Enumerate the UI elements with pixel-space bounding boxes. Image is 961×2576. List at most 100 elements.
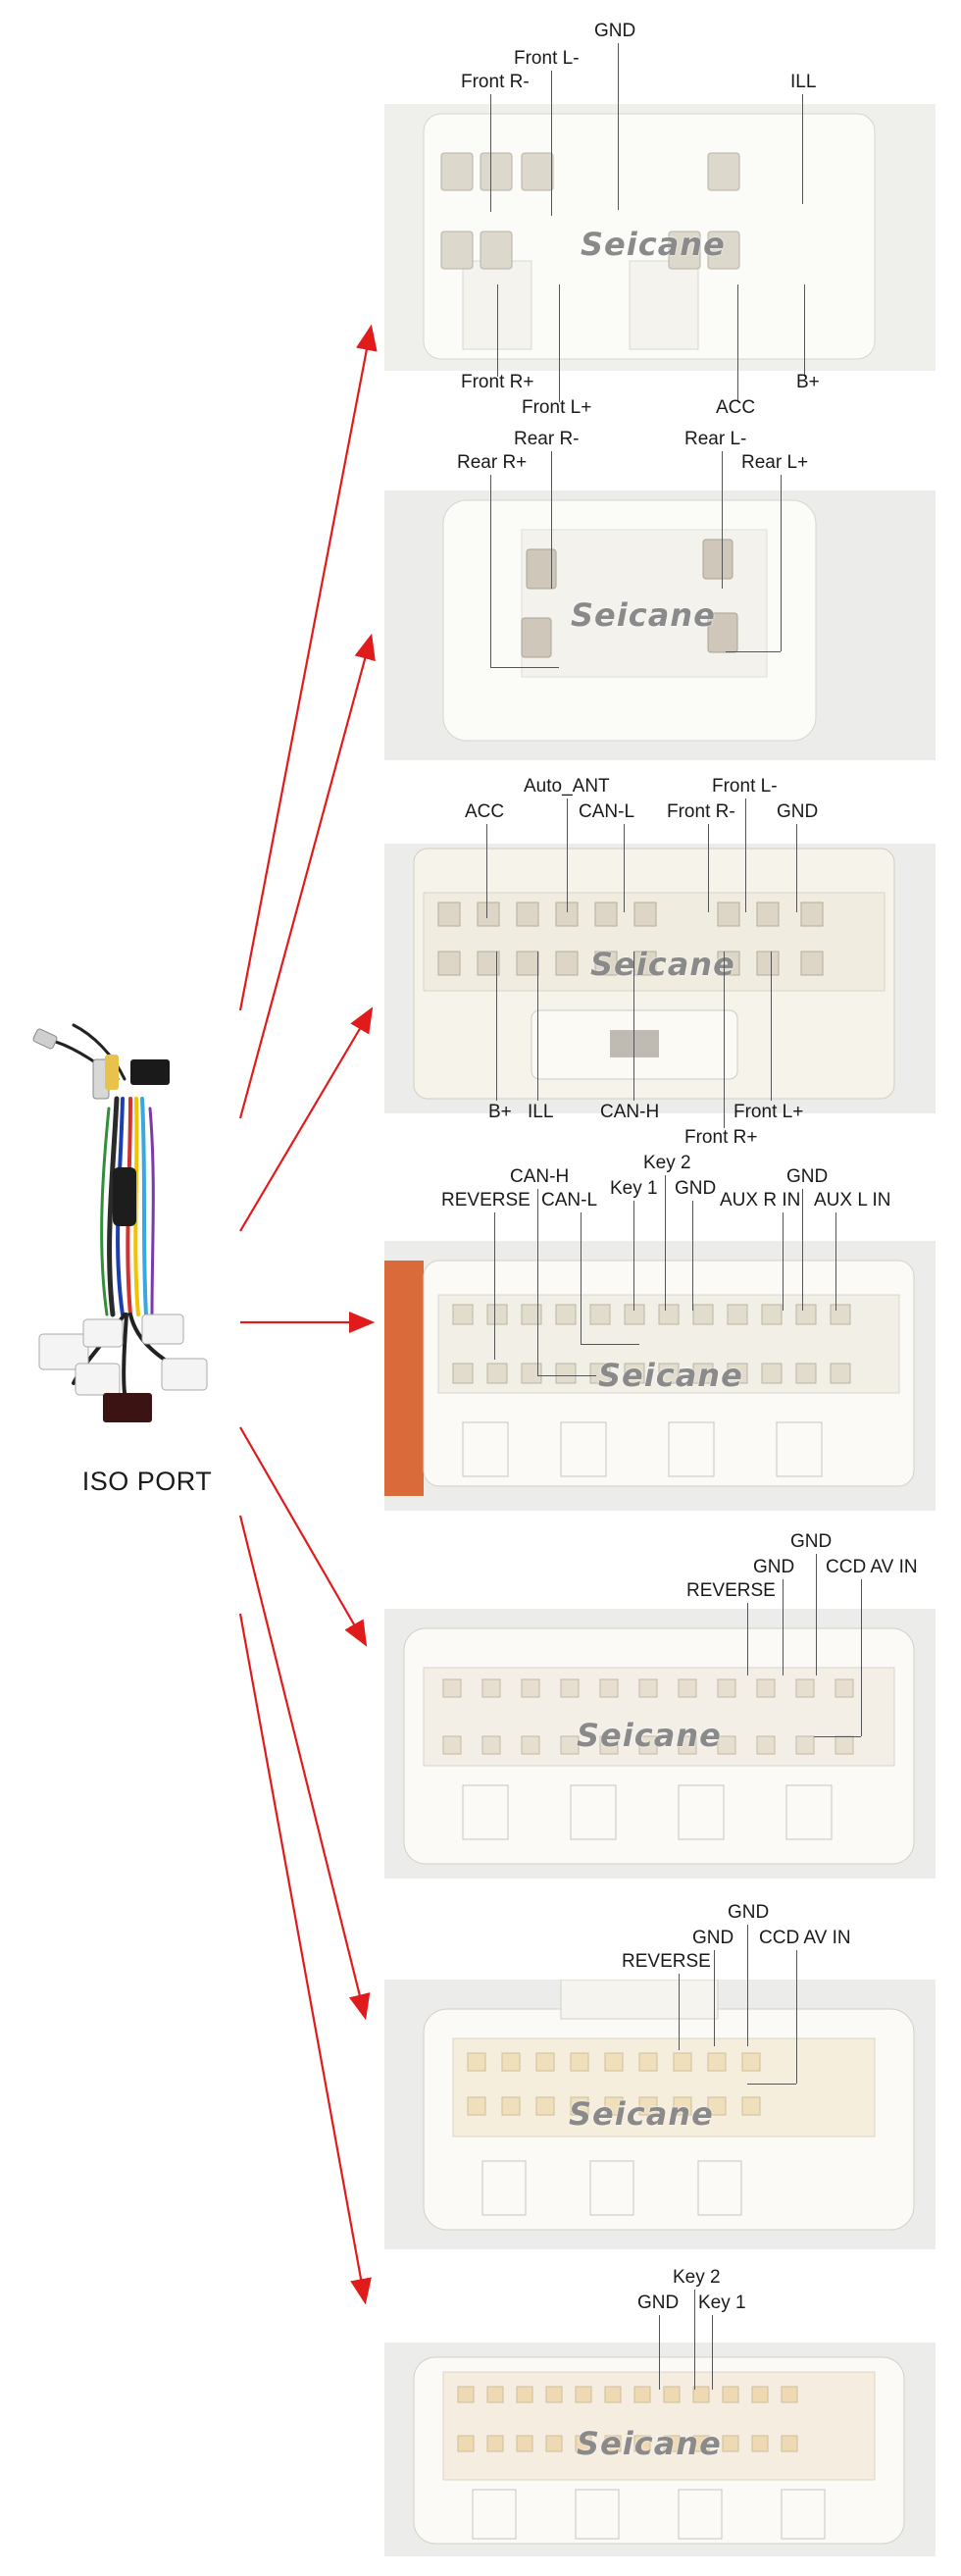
leader-line [694, 2290, 695, 2390]
leader-line [781, 475, 782, 651]
leader-line [835, 1212, 836, 1311]
leader-line [679, 1974, 680, 2050]
pin-label: GND [777, 801, 819, 822]
leader-line [551, 451, 552, 589]
watermark: Seicane [577, 1717, 722, 1754]
pin-label: GND [753, 1557, 795, 1577]
pin-label: Rear L- [684, 429, 747, 449]
leader-line [494, 1212, 495, 1360]
pin-label: CCD AV IN [759, 1928, 851, 1948]
pin-label: Key 1 [698, 2293, 746, 2313]
pin-label: REVERSE [441, 1190, 531, 1211]
arrow-2 [238, 633, 376, 1119]
pin-label: GND [786, 1166, 829, 1187]
leader-line [567, 799, 568, 912]
leader-line [802, 94, 803, 204]
connector-2-shape [442, 499, 817, 742]
leader-line [633, 1201, 634, 1311]
leader-line [814, 1736, 861, 1737]
connector-5-shape [403, 1627, 915, 1865]
pin-label: Front R- [461, 72, 530, 92]
leader-line [745, 799, 746, 912]
connector-photo-2: Seicane [384, 490, 936, 760]
leader-line [722, 451, 723, 589]
pin-label: GND [790, 1531, 833, 1552]
connector-4-shape [384, 1260, 915, 1496]
pin-label: AUX R IN [720, 1190, 801, 1211]
arrow-7 [238, 1613, 372, 2305]
arrow-5 [239, 1426, 368, 1647]
watermark: Seicane [598, 1357, 743, 1394]
pin-label: CAN-H [510, 1166, 570, 1187]
pin-label: Key 2 [673, 2267, 721, 2288]
leader-line [726, 651, 781, 652]
connector-6-shape [423, 1980, 915, 2231]
leader-line [537, 1375, 596, 1376]
pin-label: Front L+ [733, 1102, 804, 1122]
leader-line [692, 1201, 693, 1311]
pin-label: Rear R- [514, 429, 580, 449]
watermark: Seicane [569, 2095, 714, 2133]
connector-3-shape [413, 848, 895, 1100]
leader-line [490, 475, 491, 667]
leader-line [861, 1579, 862, 1736]
leader-line [783, 1212, 784, 1311]
pin-label: GND [728, 1902, 770, 1923]
pin-label: Front R+ [684, 1127, 758, 1148]
pin-label: Key 2 [643, 1153, 691, 1173]
pin-label: Front L- [712, 776, 778, 797]
leader-line [665, 1175, 666, 1311]
leader-line [537, 1189, 538, 1375]
iso-port-label: ISO PORT [81, 1467, 213, 1496]
pin-label: ACC [465, 801, 505, 822]
leader-line [747, 2084, 796, 2085]
pin-label: Rear R+ [457, 452, 528, 473]
watermark: Seicane [571, 596, 716, 634]
pin-label: GND [594, 21, 636, 41]
pin-label: Key 1 [610, 1178, 658, 1199]
leader-line [737, 284, 738, 402]
leader-line [747, 1925, 748, 2046]
pin-label: B+ [796, 372, 820, 392]
leader-line [796, 1950, 797, 2084]
leader-line [581, 1212, 582, 1344]
pin-label: GND [637, 2293, 680, 2313]
leader-line [618, 43, 619, 210]
pin-label: CAN-H [600, 1102, 660, 1122]
leader-line [490, 667, 559, 668]
leader-line [712, 2315, 713, 2390]
leader-line [804, 284, 805, 377]
leader-line [747, 1603, 748, 1675]
leader-line [796, 824, 797, 912]
pin-label: ILL [528, 1102, 554, 1122]
leader-line [714, 1950, 715, 2046]
leader-line [490, 94, 491, 212]
leader-line [659, 2315, 660, 2390]
pin-label: Front L+ [522, 397, 592, 418]
pin-label: GND [692, 1928, 734, 1948]
leader-line [497, 284, 498, 377]
leader-line [559, 284, 560, 402]
pin-label: ACC [716, 397, 756, 418]
pin-label: REVERSE [622, 1951, 711, 1972]
pin-label: CAN-L [541, 1190, 598, 1211]
leader-line [496, 952, 497, 1101]
pin-label: ILL [790, 72, 817, 92]
watermark: Seicane [581, 226, 726, 263]
leader-line [581, 1344, 639, 1345]
leader-line [724, 952, 725, 1128]
pin-label: CAN-L [579, 801, 635, 822]
connector-photo-4: Seicane [384, 1241, 936, 1511]
pin-label: Auto_ANT [524, 776, 610, 797]
leader-line [624, 824, 625, 912]
iso-harness-image [32, 1023, 208, 1422]
leader-line [708, 824, 709, 912]
pin-label: Front L- [514, 48, 580, 69]
leader-line [802, 1189, 803, 1311]
arrow-6 [238, 1515, 371, 2021]
leader-line [771, 952, 772, 1101]
pin-label: GND [675, 1178, 717, 1199]
leader-line [816, 1554, 817, 1675]
